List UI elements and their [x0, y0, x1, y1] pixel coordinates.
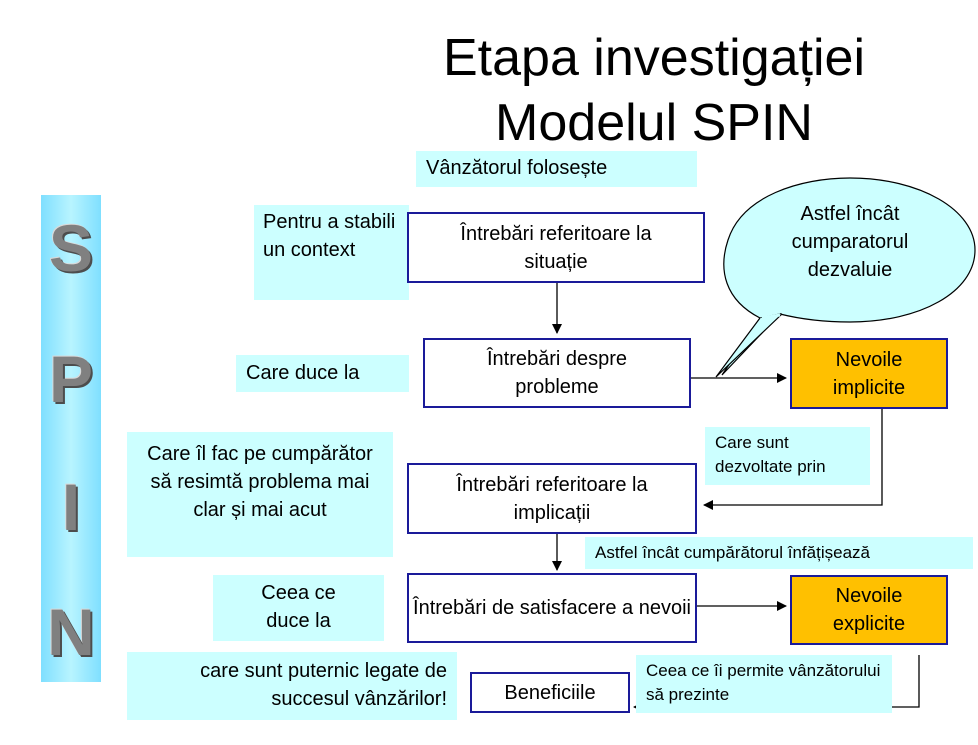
box-satisfacere: Întrebări de satisfacere a nevoii — [407, 573, 697, 643]
box-nevoi-explicite: Nevoile explicite — [790, 575, 948, 645]
box-situatie: Întrebări referitoare la situație — [407, 212, 705, 283]
label-permite: Ceea ce îi permite vânzătorului să prezi… — [636, 655, 892, 713]
label-vanzatorul: Vânzătorul folosește — [416, 151, 697, 187]
box-nevoi-implicite-text: Nevoile implicite — [832, 348, 906, 399]
box-nevoi-explicite-text: Nevoile explicite — [832, 585, 906, 635]
spin-letter-p: P — [48, 342, 94, 416]
box-beneficiile-text: Beneficiile — [504, 681, 596, 704]
box-implicatii: Întrebări referitoare la implicații — [407, 463, 697, 534]
label-context: Pentru a stabili un context — [254, 205, 409, 300]
label-resimta: Care îl fac pe cumpărător să resimtă pro… — [127, 432, 393, 557]
box-beneficiile: Beneficiile — [470, 672, 630, 713]
box-satisfacere-text: Întrebări de satisfacere a nevoii — [413, 597, 691, 619]
box-probleme-text: Întrebări despre probleme — [486, 348, 628, 398]
spin-letter-n: N — [47, 595, 95, 669]
box-implicatii-text: Întrebări referitoare la implicații — [456, 473, 648, 524]
arrow-implicite-implicatii — [703, 409, 883, 510]
label-care-duce: Care duce la — [236, 355, 409, 392]
page-title-line1: Etapa investigației — [442, 29, 866, 87]
label-succes: care sunt puternic legate de succesul vâ… — [127, 652, 457, 720]
box-probleme: Întrebări despre probleme — [423, 338, 691, 408]
box-nevoi-implicite: Nevoile implicite — [790, 338, 948, 409]
page-title-line2: Modelul SPIN — [495, 94, 813, 152]
bubble-text: Astfel încât cumparatorul dezvaluie — [791, 203, 909, 281]
label-ceea-ce: Ceea ce duce la — [213, 575, 384, 641]
spin-bar — [41, 195, 101, 682]
label-dezvoltate: Care sunt dezvoltate prin — [705, 427, 870, 485]
box-situatie-text: Întrebări referitoare la situație — [460, 222, 652, 273]
spin-letter-i: I — [61, 470, 81, 544]
spin-letter-s: S — [48, 211, 94, 285]
label-infatiseaza: Astfel încât cumpărătorul înfățișează — [585, 537, 973, 569]
